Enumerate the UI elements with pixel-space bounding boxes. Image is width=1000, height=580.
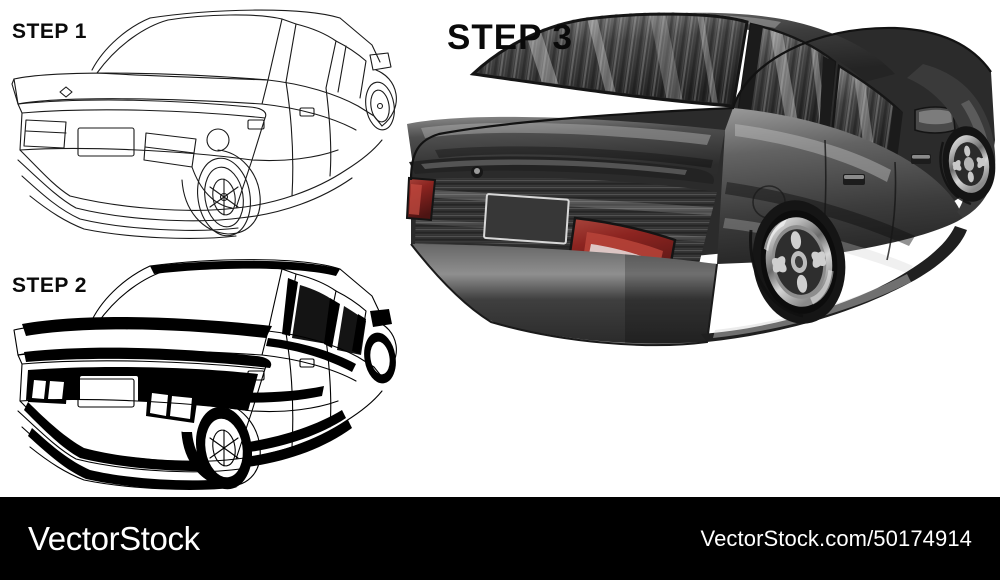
step1-label: STEP 1: [12, 20, 87, 43]
step3-label: STEP 3: [447, 18, 573, 57]
watermark-footer-bar: VectorStock VectorStock.com/50174914: [0, 497, 1000, 580]
step3-car-illustration: [405, 12, 996, 347]
watermark-url: VectorStock.com/50174914: [700, 525, 972, 551]
vectorstock-logo: VectorStock: [28, 519, 200, 557]
illustration-artboard: STEP 1 STEP 2 STEP 3: [11, 9, 996, 490]
step2-car-illustration: [13, 259, 397, 490]
step2-label: STEP 2: [12, 274, 87, 297]
step1-car-illustration: [11, 9, 397, 239]
